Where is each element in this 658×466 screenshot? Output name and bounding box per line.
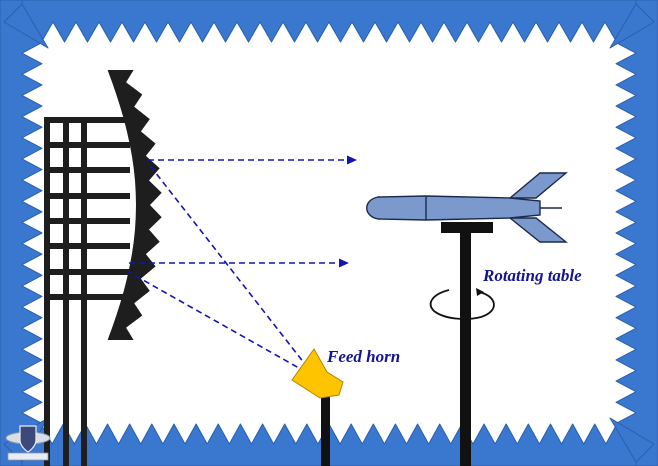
absorber-left-wall [0,0,43,466]
ray-horn-to-upper-reflector [147,162,309,369]
absorber-right-wall [615,0,658,466]
rotation-arrowhead-icon [476,288,484,296]
ray-arrowheads [339,155,357,268]
watermark-logo-banner [7,452,49,461]
feed-horn [291,348,344,466]
absorber-corner-wedge-0 [3,3,49,49]
feed-horn-label: Feed horn [326,347,400,366]
rotating-table-post [460,232,471,466]
ray-arrowhead-lower [339,258,349,268]
watermark-logo [5,425,51,461]
rotating-table-top [441,222,493,233]
target-upper-fin [508,172,568,199]
feed-horn-body [291,348,344,399]
target-fuselage [366,195,541,221]
ray-horn-to-lower-reflector [126,270,307,373]
rotating-table-label: Rotating table [482,266,582,285]
absorber-top-wall [0,0,658,43]
ray-arrowhead-upper [347,155,357,165]
reflector-serrated-edge [107,70,162,340]
reflector-lattice [44,117,130,466]
watermark-logo-shield [19,425,37,453]
rays [126,159,352,373]
rotating-table [429,222,495,466]
absorber-corner-wedge-1 [609,3,655,49]
absorber-corner-wedge-3 [609,417,655,463]
feed-horn-stand [321,388,330,466]
reflector [44,70,162,466]
target-model [366,172,568,243]
target-lower-fin [508,217,568,243]
rotation-arrow-icon [429,289,495,320]
